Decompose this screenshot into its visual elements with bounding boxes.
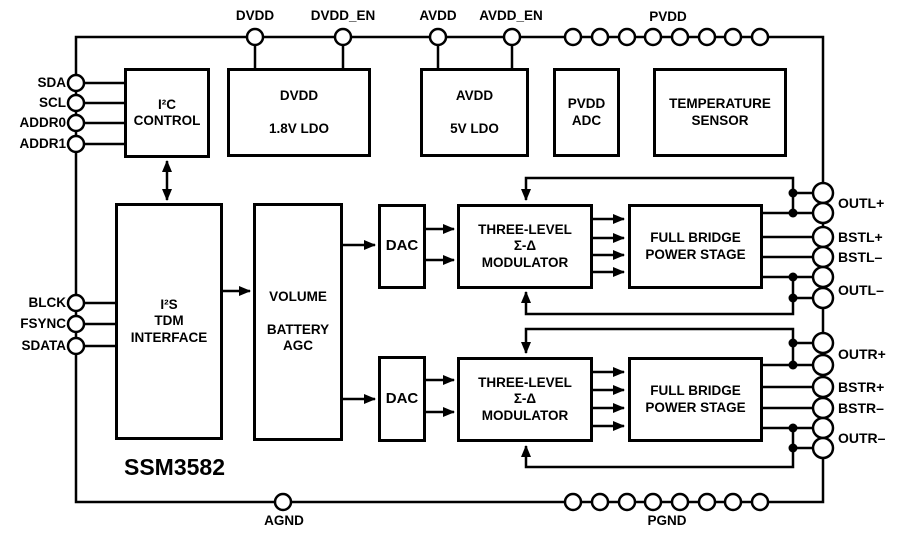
pin-label-bstr-minus: BSTR– bbox=[838, 400, 884, 416]
pin-label-addr1: ADDR1 bbox=[19, 136, 66, 151]
pin-label-blck: BLCK bbox=[28, 295, 67, 310]
pin-label-outr-plus: OUTR+ bbox=[838, 346, 886, 362]
pin-label-sdata: SDATA bbox=[21, 338, 67, 353]
pin-avdd-en bbox=[502, 27, 522, 47]
pin-pgnd bbox=[617, 492, 637, 512]
pin-outl-minus bbox=[811, 265, 835, 289]
pin-pgnd bbox=[723, 492, 743, 512]
block-dac-left: DAC bbox=[378, 204, 426, 289]
block-volume-agc: VOLUME BATTERY AGC bbox=[253, 203, 343, 441]
block-dac-right: DAC bbox=[378, 356, 426, 442]
block-modulator-right: THREE-LEVEL Σ-Δ MODULATOR bbox=[457, 357, 593, 442]
pin-pvdd bbox=[723, 27, 743, 47]
chip-name-label: SSM3582 bbox=[124, 454, 226, 480]
pin-pgnd bbox=[697, 492, 717, 512]
pin-pgnd bbox=[750, 492, 770, 512]
pin-label-dvdd: DVDD bbox=[235, 8, 275, 23]
pin-addr0 bbox=[66, 113, 86, 133]
block-modulator-left: THREE-LEVEL Σ-Δ MODULATOR bbox=[457, 204, 593, 289]
pin-sda bbox=[66, 73, 86, 93]
pin-pvdd bbox=[697, 27, 717, 47]
pin-bstl-minus bbox=[811, 245, 835, 269]
pin-outr-minus bbox=[811, 436, 835, 460]
pin-dvdd bbox=[245, 27, 265, 47]
pin-outr-plus bbox=[811, 353, 835, 377]
pin-dvdd-en bbox=[333, 27, 353, 47]
signal-arrows bbox=[162, 160, 795, 469]
pin-pgnd bbox=[643, 492, 663, 512]
junction-dots bbox=[788, 188, 798, 453]
block-i2c-control: I²C CONTROL bbox=[124, 68, 210, 158]
pin-circles bbox=[66, 27, 835, 512]
pin-pvdd bbox=[617, 27, 637, 47]
block-avdd-ldo: AVDD 5V LDO bbox=[420, 68, 529, 157]
pin-agnd bbox=[273, 492, 293, 512]
pin-outl-minus bbox=[811, 286, 835, 310]
pin-label-agnd: AGND bbox=[264, 513, 304, 528]
pin-outl-plus bbox=[811, 201, 835, 225]
pin-pvdd bbox=[643, 27, 663, 47]
pin-label-avdd: AVDD bbox=[419, 8, 457, 23]
pin-pvdd bbox=[563, 27, 583, 47]
block-pvdd-adc: PVDD ADC bbox=[553, 68, 620, 157]
pin-label-avdd-en: AVDD_EN bbox=[479, 8, 543, 23]
block-temp-sensor: TEMPERATURE SENSOR bbox=[653, 68, 787, 157]
pin-scl bbox=[66, 93, 86, 113]
pin-pgnd bbox=[590, 492, 610, 512]
wires bbox=[76, 37, 823, 450]
pin-label-pgnd: PGND bbox=[647, 513, 687, 528]
pin-fsync bbox=[66, 314, 86, 334]
pin-pvdd bbox=[670, 27, 690, 47]
pin-label-sda: SDA bbox=[37, 75, 66, 90]
pin-sdata bbox=[66, 336, 86, 356]
pin-label-bstr-plus: BSTR+ bbox=[838, 379, 885, 395]
pin-bstl-plus bbox=[811, 225, 835, 249]
pin-avdd bbox=[428, 27, 448, 47]
pin-pvdd bbox=[750, 27, 770, 47]
pin-label-bstl-minus: BSTL– bbox=[838, 249, 883, 265]
pin-label-addr0: ADDR0 bbox=[19, 115, 66, 130]
pin-outr-plus bbox=[811, 331, 835, 355]
pin-label-dvdd-en: DVDD_EN bbox=[310, 8, 376, 23]
pin-blck bbox=[66, 293, 86, 313]
pin-pgnd bbox=[670, 492, 690, 512]
pin-label-outl-minus: OUTL– bbox=[838, 282, 884, 298]
pin-outl-plus bbox=[811, 181, 835, 205]
block-i2s-tdm: I²S TDM INTERFACE bbox=[115, 203, 223, 440]
pin-label-bstl-plus: BSTL+ bbox=[838, 229, 883, 245]
pin-pgnd bbox=[563, 492, 583, 512]
pin-label-fsync: FSYNC bbox=[20, 316, 66, 331]
pin-bstr-plus bbox=[811, 375, 835, 399]
pin-pvdd bbox=[590, 27, 610, 47]
pin-label-scl: SCL bbox=[39, 95, 66, 110]
pin-label-outl-plus: OUTL+ bbox=[838, 195, 885, 211]
block-dvdd-ldo: DVDD 1.8V LDO bbox=[227, 68, 371, 157]
pin-label-pvdd: PVDD bbox=[649, 9, 687, 24]
pin-label-outr-minus: OUTR– bbox=[838, 430, 886, 446]
pin-addr1 bbox=[66, 134, 86, 154]
block-power-stage-left: FULL BRIDGE POWER STAGE bbox=[628, 204, 763, 289]
pin-outr-minus bbox=[811, 416, 835, 440]
pin-bstr-minus bbox=[811, 396, 835, 420]
block-power-stage-right: FULL BRIDGE POWER STAGE bbox=[628, 357, 763, 442]
